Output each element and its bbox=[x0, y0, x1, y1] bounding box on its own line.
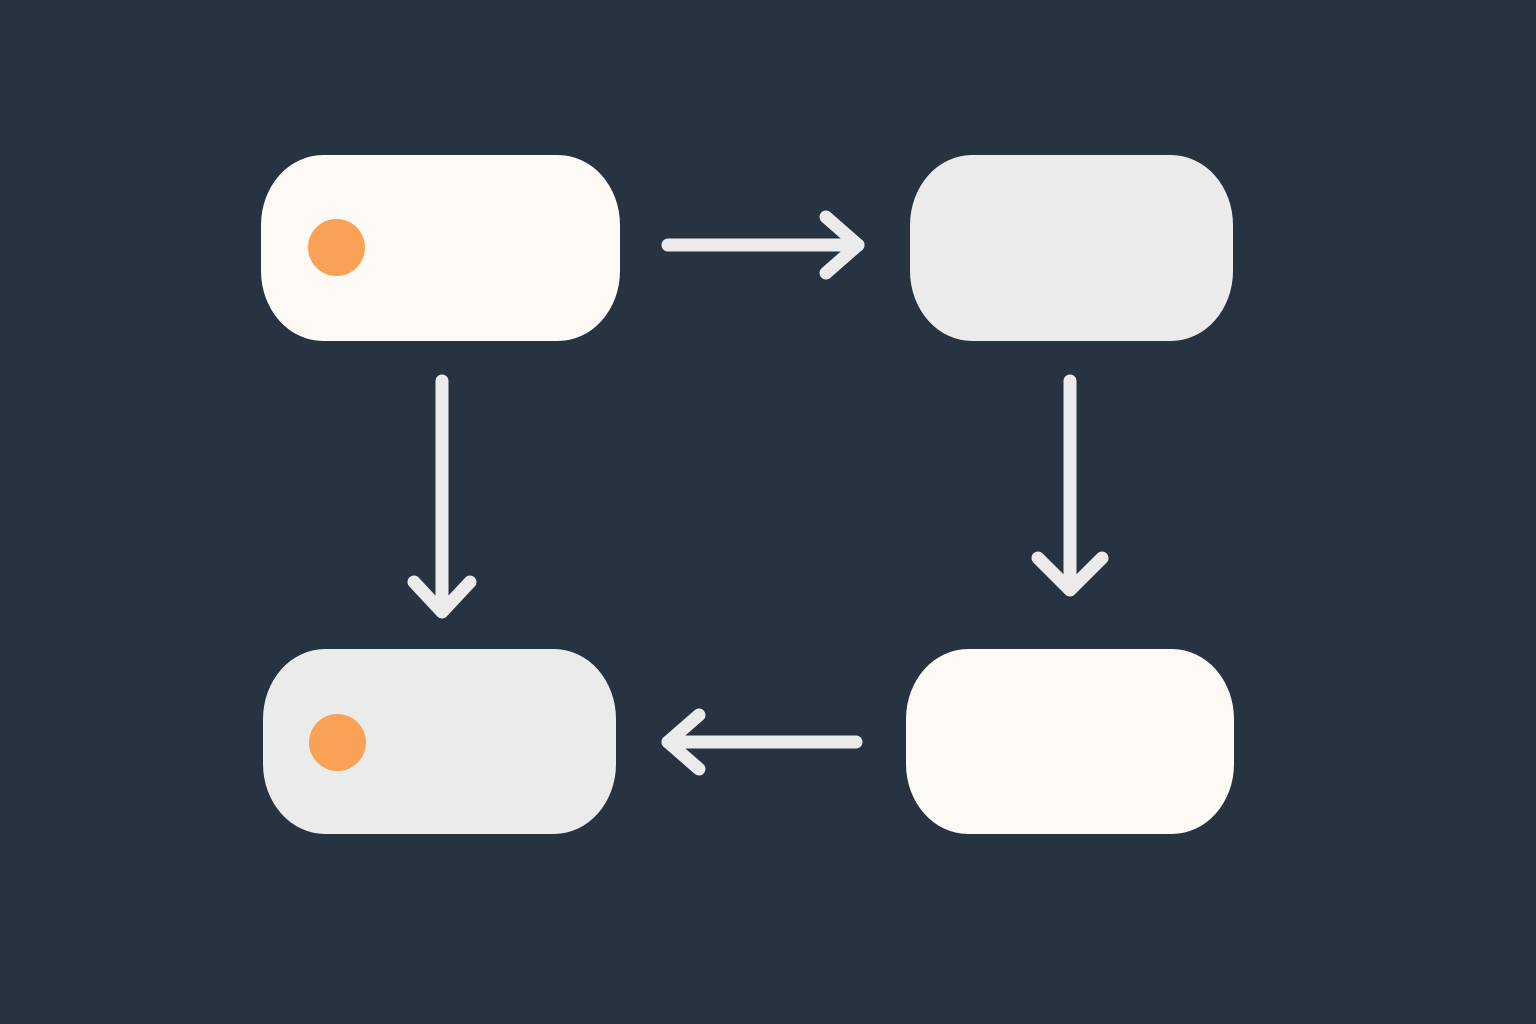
status-dot-icon bbox=[309, 714, 366, 771]
node-bottom-right bbox=[906, 649, 1234, 834]
arrow-down-icon bbox=[1031, 374, 1109, 597]
arrow-left-icon bbox=[661, 708, 863, 776]
node-bottom-left bbox=[263, 649, 616, 834]
node-top-right bbox=[910, 155, 1233, 341]
status-dot-icon bbox=[308, 219, 365, 276]
arrow-down-icon bbox=[407, 374, 477, 619]
arrow-right-icon bbox=[661, 210, 865, 280]
node-top-left bbox=[261, 155, 620, 341]
